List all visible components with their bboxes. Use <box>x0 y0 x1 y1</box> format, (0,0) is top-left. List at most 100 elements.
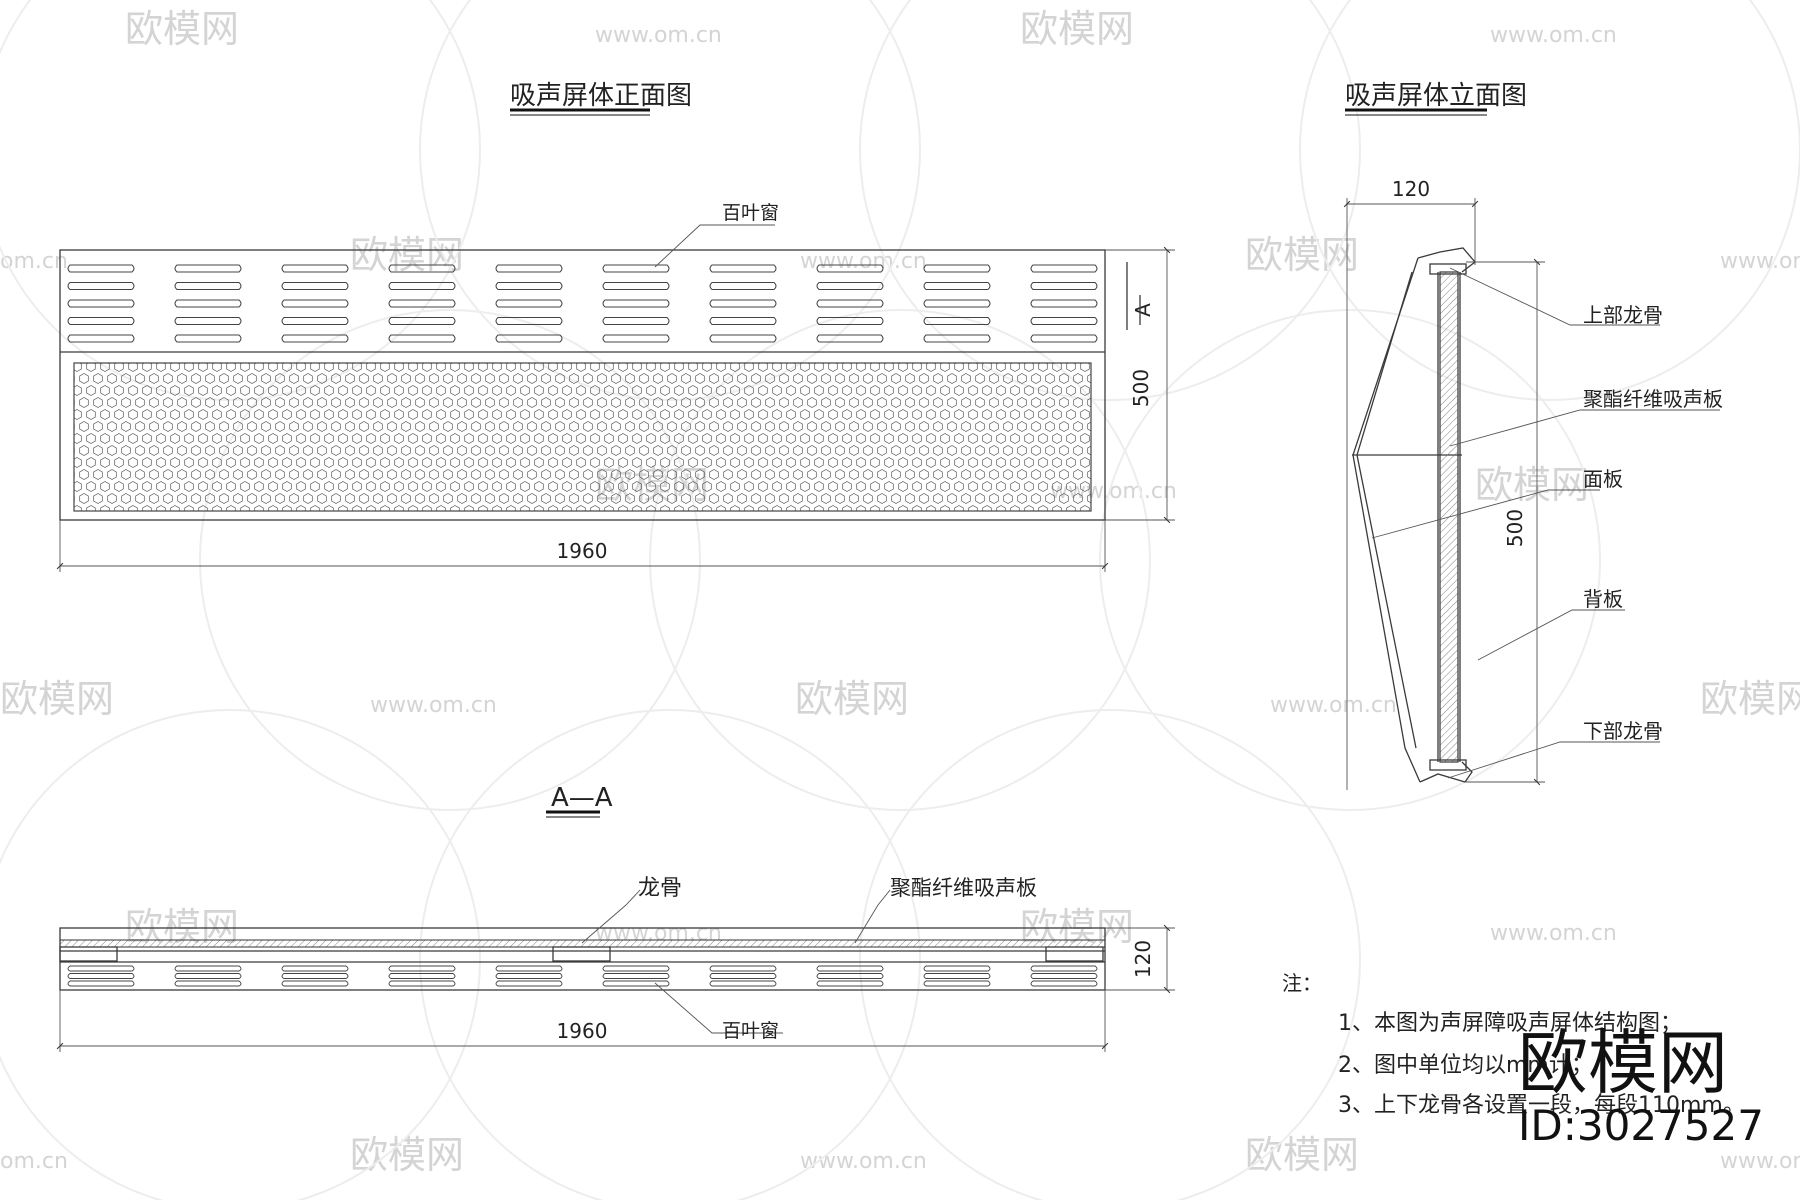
watermark-arc <box>0 709 481 1200</box>
watermark-text: 欧模网 <box>1245 1133 1359 1177</box>
section-louver-slot <box>1030 973 1098 979</box>
louver-slot <box>923 264 991 273</box>
section-louver-slot <box>67 980 135 987</box>
louver-slot <box>923 334 991 343</box>
louver-slot <box>67 282 135 290</box>
side-label-lower-keel: 下部龙骨 <box>1583 719 1663 743</box>
section-fiber-label: 聚酯纤维吸声板 <box>890 876 1037 900</box>
louver-slot <box>174 317 242 325</box>
section-keel-left <box>59 946 118 962</box>
louver-slot <box>1030 264 1098 273</box>
louver-slot <box>67 264 135 273</box>
louver-slot <box>923 317 991 325</box>
watermark-text: www.om.cn <box>800 249 927 274</box>
side-label-face-plate: 面板 <box>1583 467 1623 491</box>
louver-slot <box>174 264 242 273</box>
louver-slot <box>923 299 991 308</box>
note-item-3: 3、上下龙骨各设置一段，每段110mm。 <box>1338 1093 1745 1118</box>
louver-slot <box>495 334 563 343</box>
side-depth-dim-text: 120 <box>1392 177 1430 201</box>
watermark-text: 欧模网 <box>350 233 464 277</box>
section-louver-slot <box>602 980 670 987</box>
section-view-title: A—A <box>551 783 613 813</box>
watermark-text: 欧模网 <box>350 1133 464 1177</box>
louver-slot <box>281 299 349 308</box>
louver-slot <box>816 282 884 290</box>
louver-grid <box>67 264 1098 343</box>
louver-slot <box>816 299 884 308</box>
section-louver-slot <box>602 973 670 979</box>
notes-block: 注： 1、本图为声屏障吸声屏体结构图； 2、图中单位均以mm计； 3、上下龙骨各… <box>1282 971 1745 1118</box>
louver-slot <box>709 299 777 308</box>
watermark-text: www.om.cn <box>1270 693 1397 718</box>
side-label-fiber: 聚酯纤维吸声板 <box>1583 387 1723 411</box>
section-louver-slot <box>495 973 563 979</box>
section-louver-slot <box>602 965 670 972</box>
upper-keel-profile <box>1417 247 1476 273</box>
section-louver-slot <box>495 965 563 972</box>
section-louver-slot <box>388 965 456 972</box>
front-panel-outline <box>59 249 1106 521</box>
section-louver-slot <box>388 980 456 987</box>
section-louver-slot <box>281 980 349 987</box>
louver-slot <box>67 334 135 343</box>
louver-slot <box>388 282 456 290</box>
louver-slot <box>67 299 135 308</box>
louver-slot <box>281 334 349 343</box>
watermark-text: 欧模网 <box>0 677 114 721</box>
section-louver-slot <box>67 965 135 972</box>
side-label-back-plate: 背板 <box>1583 587 1623 611</box>
watermark-text: www.om.cn <box>1490 23 1617 48</box>
louver-slot <box>1030 334 1098 343</box>
watermark-text: www.om.cn <box>1490 921 1617 946</box>
back-plate-profile <box>1352 257 1421 783</box>
louver-slot <box>709 317 777 325</box>
section-louver-slot <box>709 980 777 987</box>
note-item-1: 1、本图为声屏障吸声屏体结构图； <box>1338 1011 1682 1036</box>
louver-slot <box>709 334 777 343</box>
section-louver-slot <box>174 965 242 972</box>
section-louver-grid <box>67 965 1098 987</box>
front-view-title: 吸声屏体正面图 <box>510 81 692 111</box>
section-louver-slot <box>495 980 563 987</box>
section-louver-slot <box>281 973 349 979</box>
louver-slot <box>816 264 884 273</box>
perforated-panel <box>73 362 1092 512</box>
section-louver-slot <box>281 965 349 972</box>
note-item-2: 2、图中单位均以mm计； <box>1338 1053 1593 1078</box>
louver-slot <box>1030 282 1098 290</box>
front-width-dim-text: 1960 <box>557 539 608 563</box>
notes-title: 注： <box>1282 971 1322 995</box>
watermark-text: www.om.cn <box>800 1149 927 1174</box>
section-louver-slot <box>816 965 884 972</box>
louver-slot <box>709 264 777 273</box>
watermark-arc <box>859 0 1361 401</box>
watermark-arc <box>199 309 701 811</box>
watermark-arc <box>419 709 921 1200</box>
section-louver-label: 百叶窗 <box>722 1020 779 1042</box>
watermark-text: www.om.cn <box>1720 1149 1800 1174</box>
section-mark: A <box>1131 303 1155 317</box>
louver-slot <box>388 299 456 308</box>
louver-slot <box>602 264 670 273</box>
brand-stamp: 欧模网 ID:3027527 <box>1518 1022 1764 1150</box>
side-view: 吸声屏体立面图 120 500 上部龙骨 聚酯纤维吸声板 面板 <box>1343 81 1723 790</box>
louver-slot <box>174 282 242 290</box>
section-keel-label: 龙骨 <box>638 876 682 901</box>
louver-slot <box>923 282 991 290</box>
section-louver-slot <box>174 973 242 979</box>
louver-slot <box>602 317 670 325</box>
section-fiber-layer <box>59 939 1106 948</box>
watermark-text: om.cn <box>0 1149 68 1174</box>
upper-keel <box>1429 263 1467 275</box>
louver-slot <box>1030 317 1098 325</box>
louver-slot <box>816 334 884 343</box>
brand-stamp-id: ID:3027527 <box>1518 1101 1764 1150</box>
side-height-dim-text: 500 <box>1503 509 1527 547</box>
section-keel-right <box>1045 946 1104 962</box>
louver-slot <box>67 317 135 325</box>
louver-slot <box>602 299 670 308</box>
section-louver-slot <box>388 973 456 979</box>
